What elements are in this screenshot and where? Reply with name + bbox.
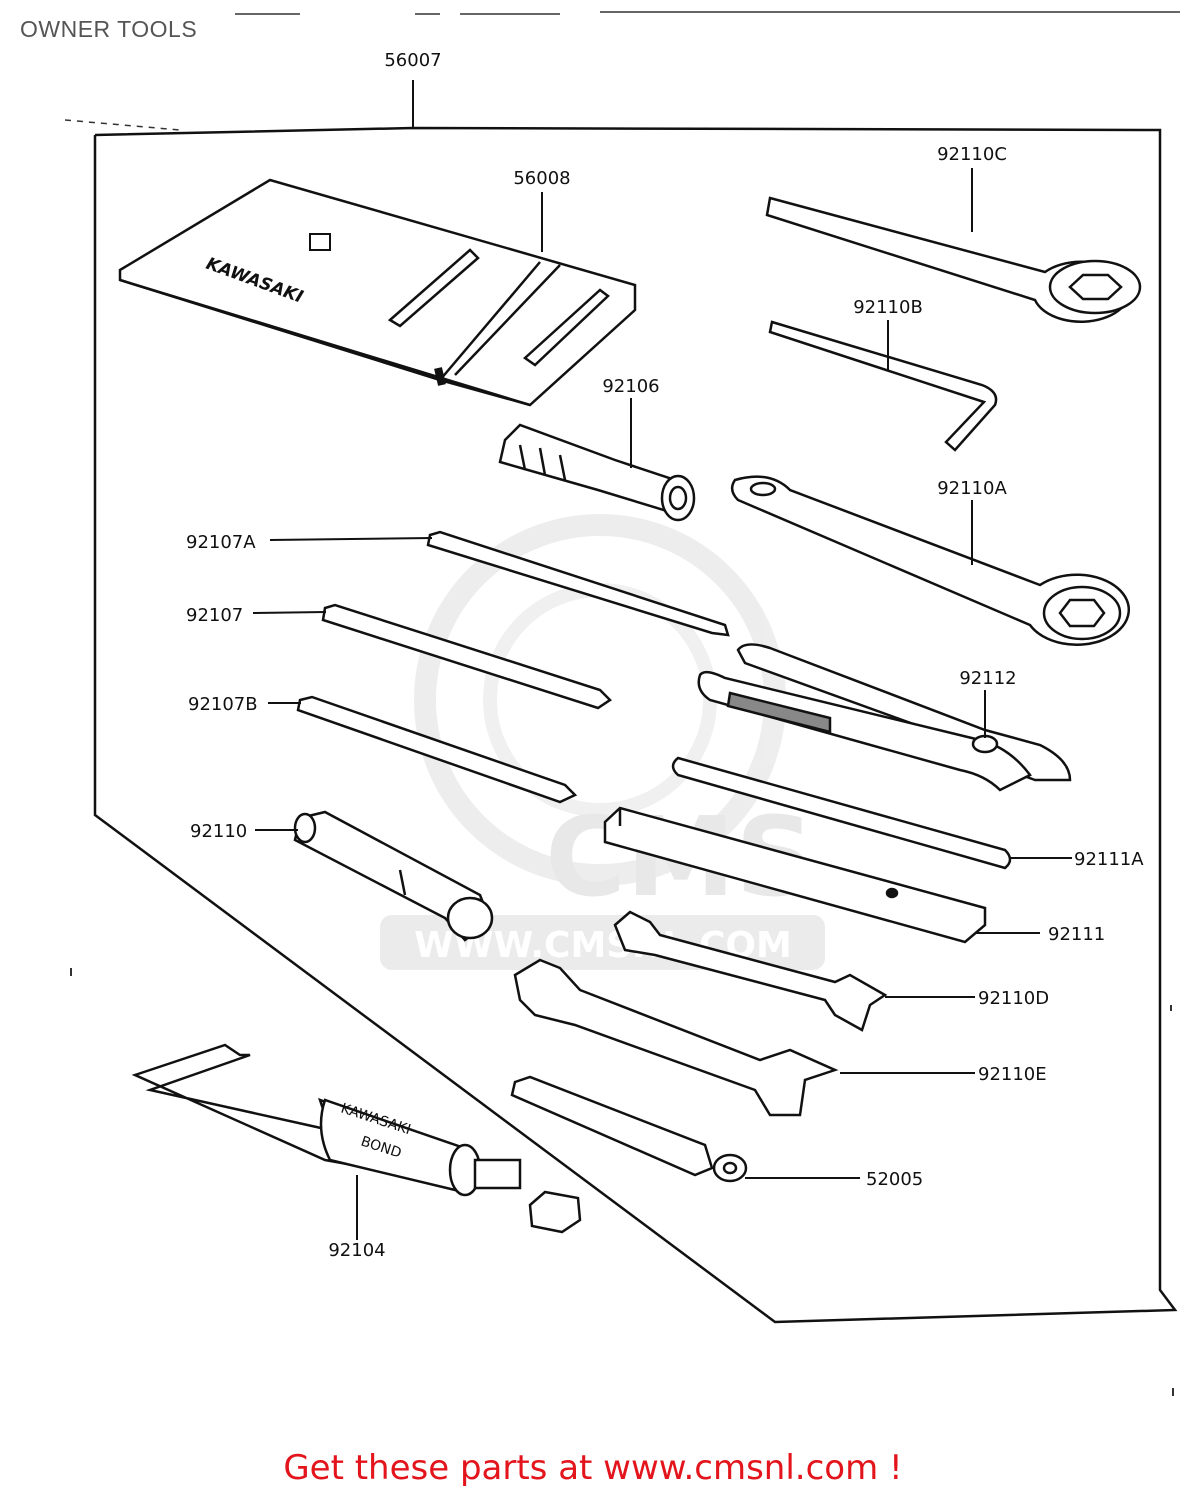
part-label-92111a: 92111A — [1074, 849, 1144, 870]
part-label-92110d: 92110D — [978, 988, 1049, 1009]
part-label-92110: 92110 — [190, 821, 247, 842]
part-label-56008: 56008 — [513, 168, 570, 189]
open-wrench-92110e — [513, 958, 839, 1117]
part-label-92107: 92107 — [186, 605, 243, 626]
part-label-92106: 92106 — [602, 376, 659, 397]
part-label-92112: 92112 — [959, 668, 1016, 689]
hex-key-92110b — [768, 320, 998, 452]
box-wrench-92110c — [765, 196, 1142, 323]
part-label-92107b: 92107B — [188, 694, 258, 715]
pliers-92112 — [697, 643, 1072, 792]
part-label-92110b: 92110B — [853, 297, 923, 318]
part-label-92110e: 92110E — [978, 1064, 1047, 1085]
ring-wrench-92110a — [730, 475, 1130, 646]
page-title: OWNER TOOLS — [20, 16, 198, 42]
open-wrench-92110d — [613, 910, 888, 1032]
bond-tube-92104: KAWASAKI BOND — [131, 1043, 582, 1234]
shop-link-banner[interactable]: Get these parts at www.cmsnl.com ! — [283, 1448, 903, 1488]
screwdriver-92107a — [426, 530, 730, 637]
handle-92111 — [603, 806, 987, 944]
socket-wrench-92110 — [293, 810, 494, 942]
screwdriver-92107 — [321, 603, 612, 710]
leader-92107a — [269, 537, 433, 541]
scan-specks — [70, 968, 1174, 1396]
part-label-92110c: 92110C — [937, 144, 1007, 165]
part-label-92107a: 92107A — [186, 532, 256, 553]
plug-tool-52005 — [510, 1075, 748, 1183]
tool-pouch: KAWASAKI — [118, 178, 637, 407]
part-label-56007: 56007 — [384, 50, 441, 71]
top-scan-lines — [64, 11, 1180, 131]
part-label-92104: 92104 — [328, 1240, 385, 1261]
part-label-92111: 92111 — [1048, 924, 1105, 945]
part-label-92110a: 92110A — [937, 478, 1007, 499]
socket-92106 — [498, 423, 696, 522]
screwdriver-92107b — [296, 695, 578, 804]
part-label-52005: 52005 — [866, 1169, 923, 1190]
toolkit-boundary — [93, 126, 1178, 1324]
rod-92111a — [671, 756, 1012, 870]
leader-92107 — [252, 611, 327, 614]
